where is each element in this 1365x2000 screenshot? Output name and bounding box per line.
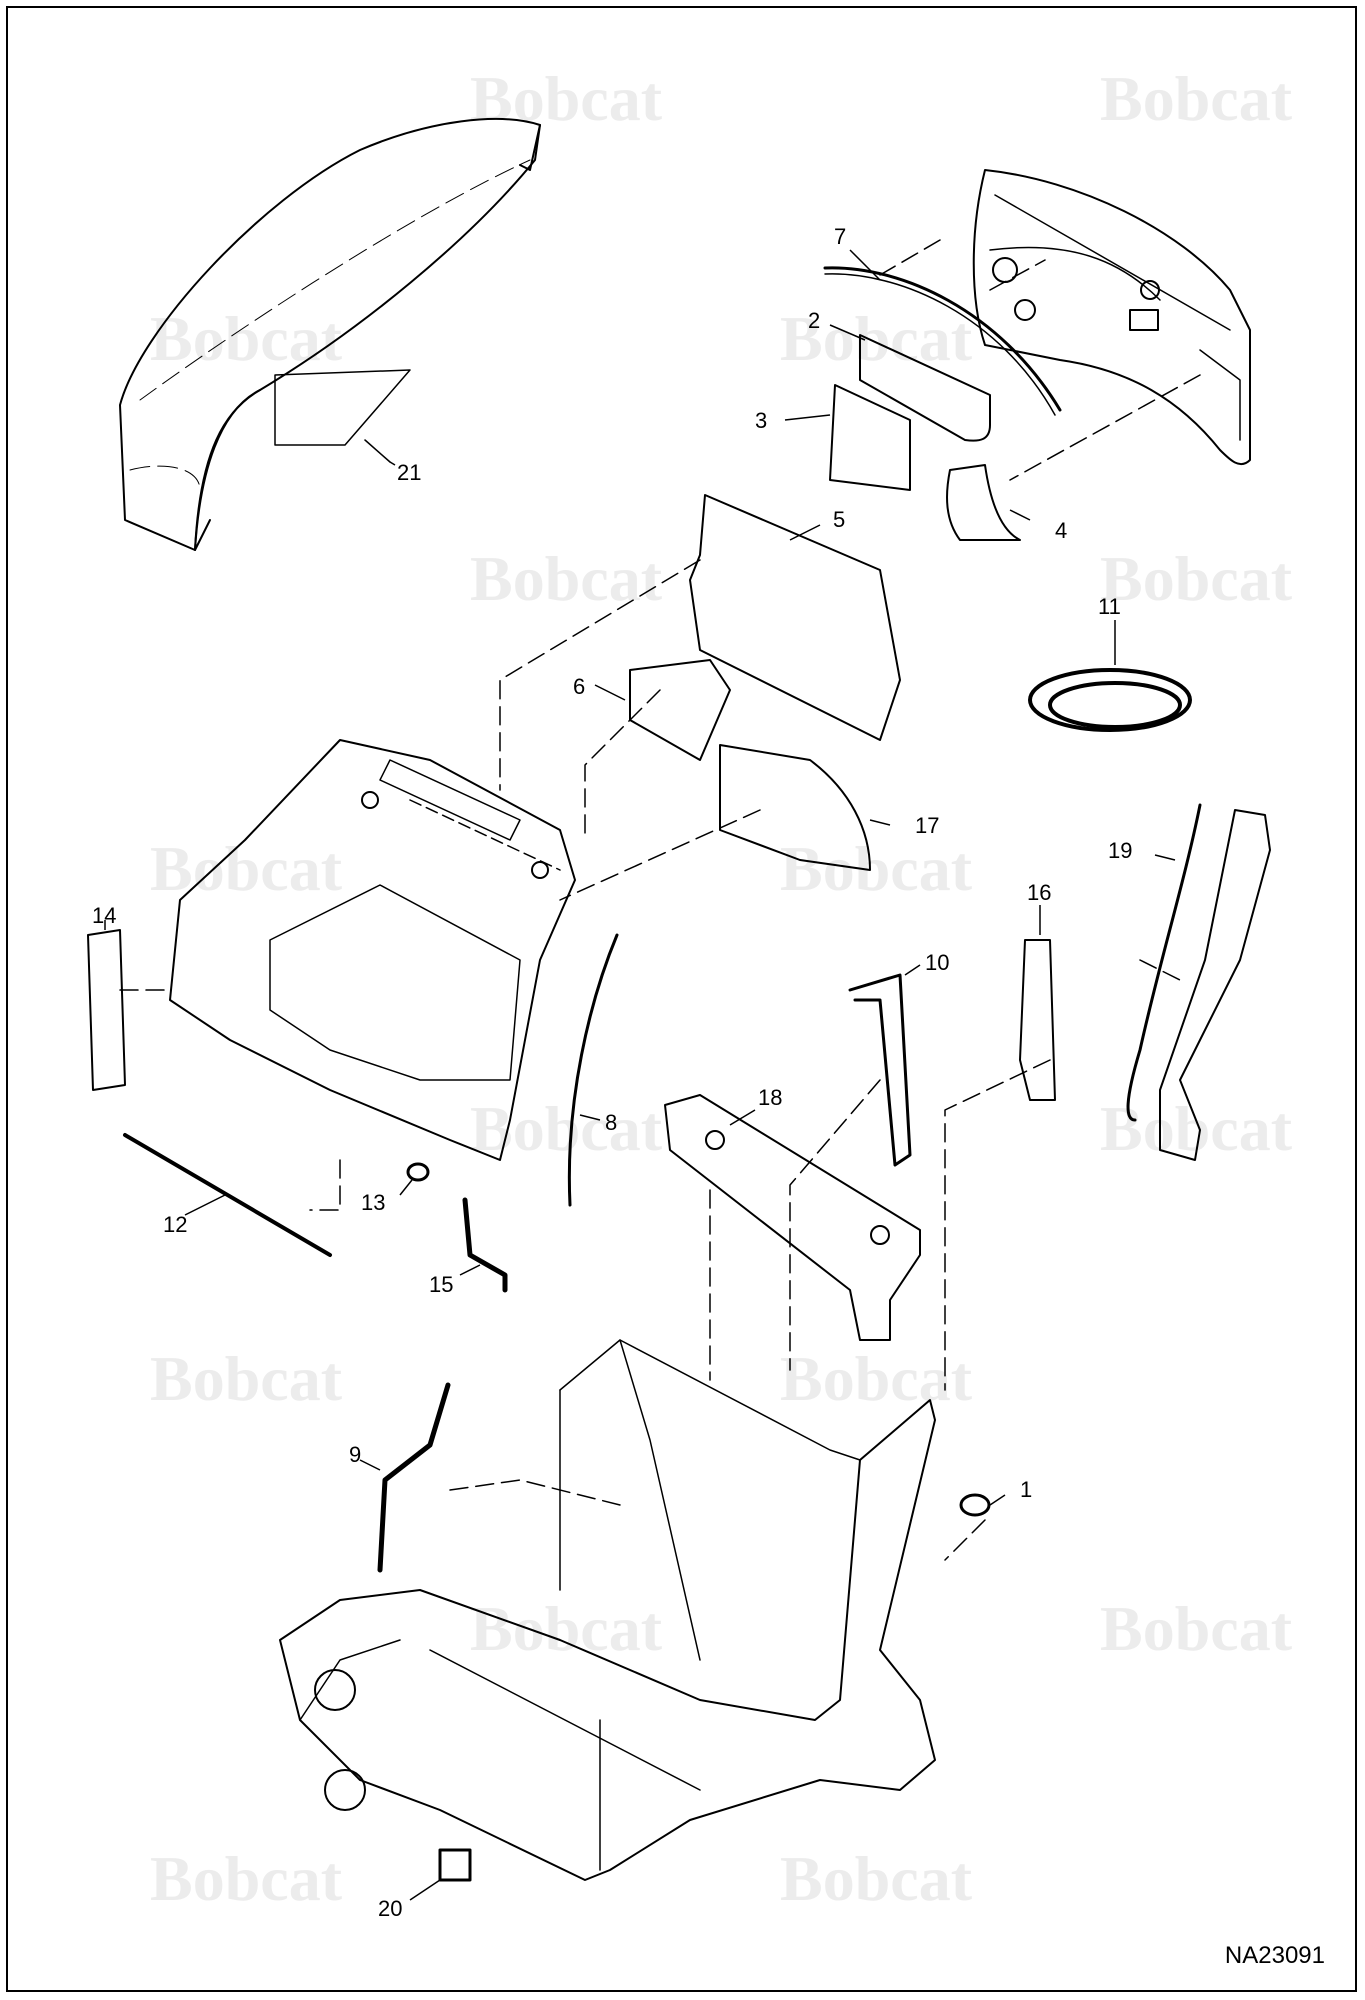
- diagram-frame: [6, 6, 1357, 1992]
- callout-11: 11: [1098, 594, 1121, 619]
- part-main-frame: [279, 1339, 936, 1881]
- part-14-foam-block: [87, 929, 126, 1091]
- part-21-hood-panel: [119, 118, 541, 551]
- callout-17: 17: [915, 813, 939, 838]
- callout-14: 14: [92, 903, 116, 928]
- callout-20: 20: [378, 1896, 402, 1921]
- part-4-foam-pad: [946, 464, 1021, 541]
- part-15-tube: [462, 1197, 508, 1293]
- watermark-logo: Bobcat: [1100, 1593, 1293, 1664]
- callout-1: 1: [1020, 1477, 1032, 1502]
- watermark-logo: Bobcat: [150, 1843, 343, 1914]
- part-9-tube: [377, 1382, 451, 1573]
- callout-15: 15: [429, 1272, 453, 1297]
- part-20-gasket: [438, 1848, 472, 1882]
- watermark-logo: Bobcat: [470, 63, 663, 134]
- callout-leaders: [104, 249, 1176, 1901]
- callout-12: 12: [163, 1212, 187, 1237]
- callout-18: 18: [758, 1085, 782, 1110]
- callout-10: 10: [925, 950, 949, 975]
- part-16-foam-block: [1019, 939, 1056, 1101]
- watermark-logo: Bobcat: [780, 1843, 973, 1914]
- watermark-logo: Bobcat: [780, 1343, 973, 1414]
- part-engine-housing: [169, 739, 576, 1161]
- part-12-rod: [123, 1133, 332, 1257]
- part-1-grommet: [959, 1493, 991, 1517]
- part-11-hose-coil: [1028, 668, 1192, 732]
- part-rear-counterweight: [972, 169, 1251, 466]
- part-10-tube: [848, 973, 912, 1167]
- callout-21: 21: [397, 460, 421, 485]
- callout-9: 9: [349, 1442, 361, 1467]
- watermark-logo: Bobcat: [150, 833, 343, 904]
- part-6-bracket: [629, 659, 731, 761]
- callout-16: 16: [1027, 880, 1051, 905]
- callout-5: 5: [833, 507, 845, 532]
- callout-3: 3: [755, 408, 767, 433]
- part-2-foam-pad: [859, 334, 991, 442]
- watermark-logo: Bobcat: [1100, 543, 1293, 614]
- watermark-logo: Bobcat: [150, 1343, 343, 1414]
- watermark-logo: Bobcat: [780, 303, 973, 374]
- watermark-logo: Bobcat: [780, 833, 973, 904]
- drawing-number: NA23091: [1224, 1942, 1325, 1969]
- callout-13: 13: [361, 1190, 385, 1215]
- part-19-seal: [1126, 803, 1202, 1122]
- watermark-logo: Bobcat: [470, 543, 663, 614]
- callout-2: 2: [808, 308, 820, 333]
- callout-7: 7: [834, 224, 846, 249]
- callout-6: 6: [573, 674, 585, 699]
- part-3-foam-pad: [829, 384, 911, 491]
- watermark-logo: Bobcat: [470, 1593, 663, 1664]
- part-7-seal-strip: [823, 266, 1062, 412]
- callout-8: 8: [605, 1110, 617, 1135]
- watermark-layer: BobcatBobcatBobcatBobcatBobcatBobcatBobc…: [150, 63, 1293, 1914]
- part-8-strip: [567, 933, 619, 1207]
- part-5-shield-panel: [689, 494, 901, 741]
- part-13-grommet: [406, 1162, 430, 1182]
- assembly-lines: [119, 239, 1201, 1561]
- callout-19: 19: [1108, 838, 1132, 863]
- watermark-logo: Bobcat: [470, 1093, 663, 1164]
- part-18-cross-member: [664, 1094, 921, 1341]
- callout-labels: 1 2 3 4 5 6 7 8 9 10 11 12 13 14 15 16 1…: [92, 224, 1132, 1921]
- part-right-side-panel: [1159, 809, 1271, 1161]
- part-17-foam-block: [719, 744, 871, 871]
- callout-4: 4: [1055, 518, 1067, 543]
- watermark-logo: Bobcat: [1100, 63, 1293, 134]
- watermark-logo: Bobcat: [150, 303, 343, 374]
